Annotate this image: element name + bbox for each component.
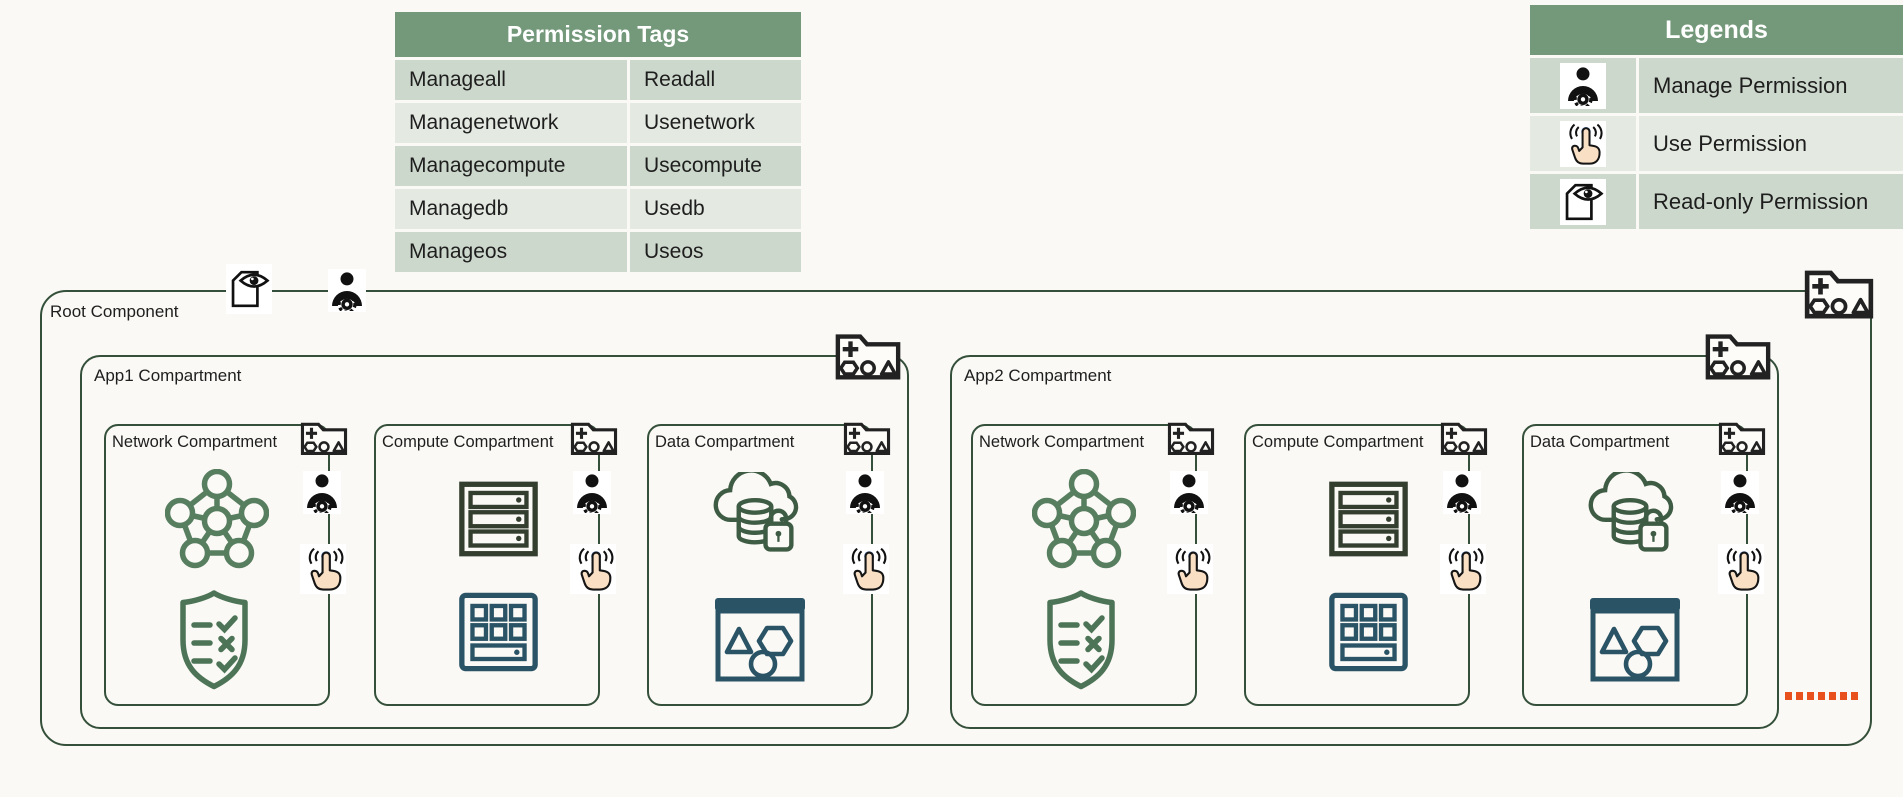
- permission-tag: Useos: [630, 232, 801, 272]
- tag-folder-icon: [299, 416, 349, 459]
- virtual-machine-icon: [1328, 591, 1409, 673]
- permission-tag: Usecompute: [630, 146, 801, 186]
- permission-tag: Usenetwork: [630, 103, 801, 143]
- manage-permission-icon: [1721, 471, 1759, 514]
- use-permission-icon: [1718, 544, 1764, 594]
- legends-title: Legends: [1530, 5, 1903, 55]
- permission-tags-table: Permission Tags Manageall Readall Manage…: [395, 12, 801, 272]
- tag-folder-icon: [569, 416, 619, 459]
- legend-label: Use Permission: [1639, 116, 1903, 171]
- manage-permission-icon: [846, 471, 884, 514]
- network-compartment-box: Network Compartment: [104, 424, 330, 706]
- network-compartment-box: Network Compartment: [971, 424, 1197, 706]
- data-compartment-label: Data Compartment: [655, 433, 795, 451]
- virtual-machine-icon: [458, 591, 539, 673]
- tag-folder-icon: [1166, 416, 1216, 459]
- use-permission-icon: [1440, 544, 1486, 594]
- permission-tags-title: Permission Tags: [395, 12, 801, 57]
- network-icon: [165, 469, 269, 569]
- root-component-label: Root Component: [50, 302, 179, 321]
- secure-cloud-database-icon: [711, 472, 799, 560]
- manage-permission-icon: [573, 471, 611, 514]
- tag-folder-icon: [833, 326, 903, 384]
- data-compartment-label: Data Compartment: [1530, 433, 1670, 451]
- legends-table: Legends Manage Permission Use Permission…: [1530, 5, 1903, 229]
- network-compartment-label: Network Compartment: [979, 433, 1145, 451]
- use-permission-icon: [843, 544, 889, 594]
- manage-permission-icon: [1560, 62, 1606, 109]
- data-compartment-box: Data Compartment: [1522, 424, 1748, 706]
- manage-permission-icon: [303, 471, 341, 514]
- server-stack-icon: [1328, 480, 1409, 558]
- read-only-permission-icon: [1560, 178, 1606, 225]
- data-compartment-box: Data Compartment: [647, 424, 873, 706]
- permission-tag: Usedb: [630, 189, 801, 229]
- use-permission-icon: [300, 544, 346, 594]
- permission-tag: Readall: [630, 60, 801, 100]
- app2-compartment-box: App2 Compartment Network Compartment Com…: [950, 355, 1779, 729]
- app1-compartment-label: App1 Compartment: [94, 366, 242, 385]
- manage-permission-icon: [1443, 471, 1481, 514]
- permission-tag: Manageall: [395, 60, 627, 100]
- compute-compartment-label: Compute Compartment: [1252, 433, 1424, 451]
- use-permission-icon: [1560, 120, 1606, 167]
- permission-tag: Managecompute: [395, 146, 627, 186]
- permission-tag: Managedb: [395, 189, 627, 229]
- permission-tag: Manageos: [395, 232, 627, 272]
- permission-tag: Managenetwork: [395, 103, 627, 143]
- tag-folder-icon: [1703, 326, 1773, 384]
- use-permission-icon: [570, 544, 616, 594]
- use-permission-icon: [1167, 544, 1213, 594]
- security-list-icon: [175, 587, 253, 693]
- read-only-permission-icon: [226, 264, 272, 314]
- network-icon: [1032, 469, 1136, 569]
- app1-compartment-box: App1 Compartment Network Compartment Com…: [80, 355, 909, 729]
- secure-cloud-database-icon: [1586, 472, 1674, 560]
- manage-permission-icon: [1170, 471, 1208, 514]
- server-stack-icon: [458, 480, 539, 558]
- legend-label: Read-only Permission: [1639, 174, 1903, 229]
- app2-compartment-label: App2 Compartment: [964, 366, 1112, 385]
- tag-folder-icon: [842, 416, 892, 459]
- tag-folder-icon: [1439, 416, 1489, 459]
- manage-permission-icon: [328, 269, 366, 312]
- object-storage-icon: [1588, 596, 1682, 684]
- tag-folder-icon: [1717, 416, 1767, 459]
- compute-compartment-box: Compute Compartment: [374, 424, 600, 706]
- object-storage-icon: [713, 596, 807, 684]
- red-dotted-line: [1785, 692, 1861, 700]
- network-compartment-label: Network Compartment: [112, 433, 278, 451]
- compute-compartment-box: Compute Compartment: [1244, 424, 1470, 706]
- legend-label: Manage Permission: [1639, 58, 1903, 113]
- tag-folder-icon: [1802, 264, 1876, 321]
- compute-compartment-label: Compute Compartment: [382, 433, 554, 451]
- security-list-icon: [1042, 587, 1120, 693]
- root-component-box: Root Component App1 Compartment Network …: [40, 290, 1872, 746]
